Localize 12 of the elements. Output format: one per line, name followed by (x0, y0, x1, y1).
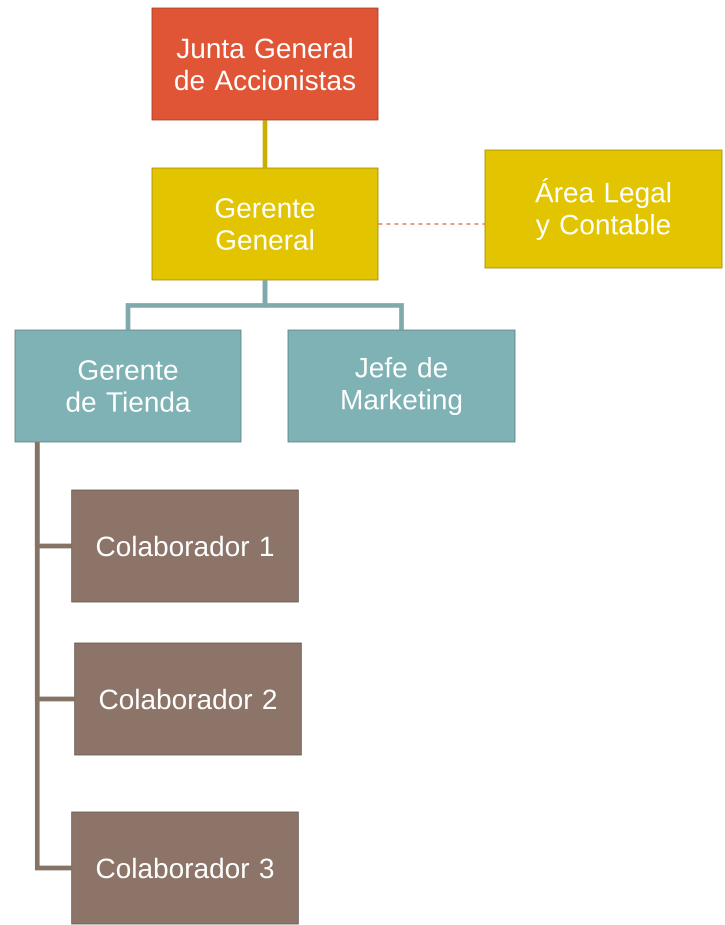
connector-line (378, 223, 485, 225)
connector-line (262, 120, 268, 168)
top-box: Junta General de Accionistas (152, 8, 378, 120)
department-box: Gerente de Tienda (14, 330, 242, 442)
department-box: Jefe de Marketing (288, 330, 516, 442)
connector-line (34, 442, 72, 870)
manager-box: Gerente General (152, 168, 378, 280)
connector-line (262, 280, 404, 330)
staff-box: Colaborador 2 (74, 642, 302, 756)
advisory-box: Área Legal y Contable (484, 150, 722, 268)
staff-box: Colaborador 3 (71, 812, 299, 924)
staff-box: Colaborador 1 (71, 490, 299, 602)
